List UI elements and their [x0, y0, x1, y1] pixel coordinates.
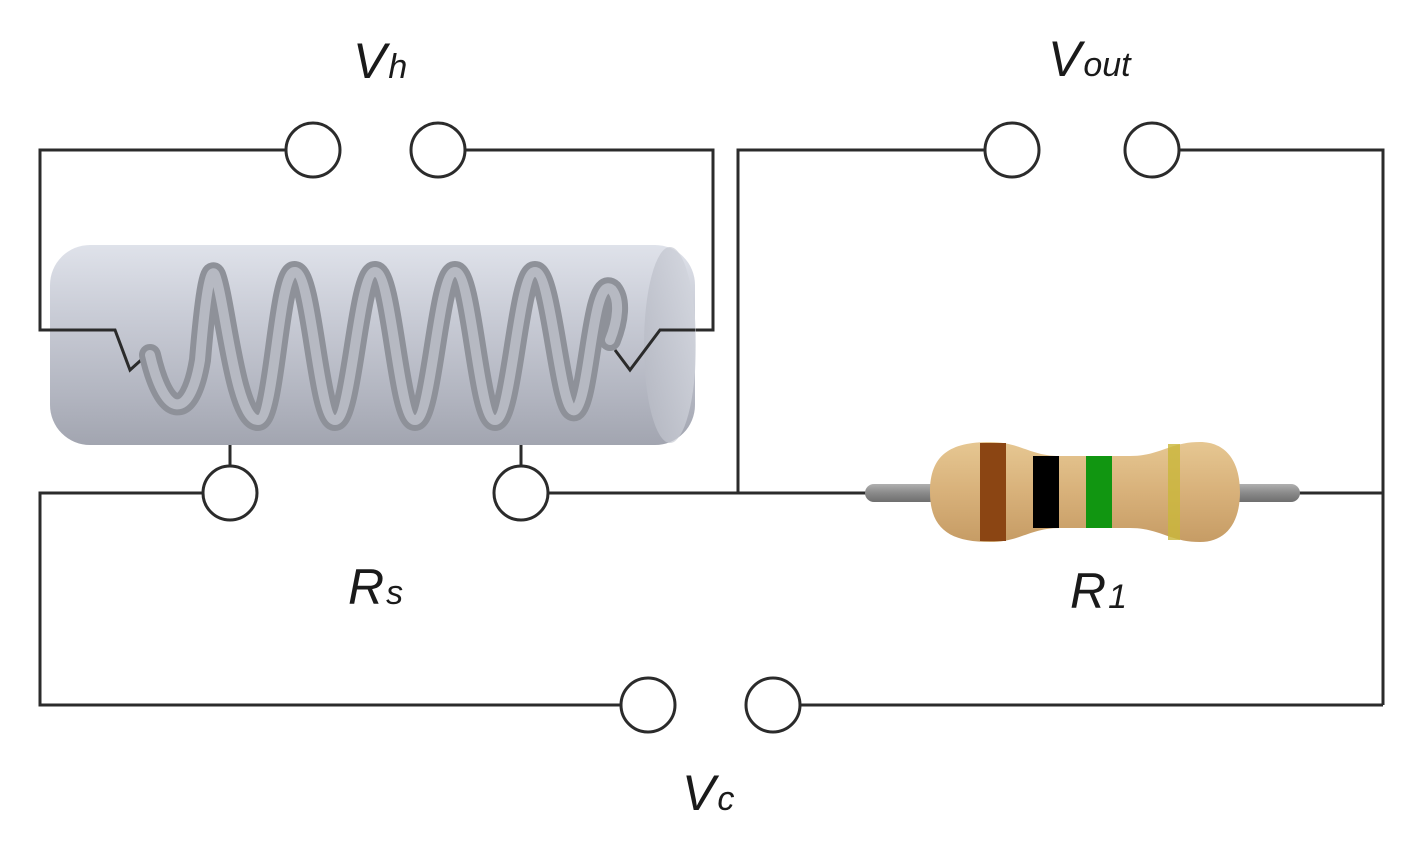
- terminal-vc-right: [744, 676, 802, 734]
- terminal-vh-left: [284, 121, 342, 179]
- terminal-vout-right: [1123, 121, 1181, 179]
- wire-vc-left: [38, 491, 620, 707]
- resistor-lead-right: [1220, 484, 1300, 502]
- sensor-cylinder-cap: [644, 247, 696, 443]
- resistor-body: [930, 442, 1240, 542]
- wire-vout-left: [736, 148, 985, 493]
- resistor-lead-left: [865, 484, 945, 502]
- heater-coil: [139, 260, 628, 432]
- label-rs: Rs: [348, 559, 403, 615]
- terminal-vc-left: [619, 676, 677, 734]
- label-vout: Vout: [1048, 31, 1132, 87]
- label-vh: Vh: [353, 33, 407, 89]
- terminal-rs-left: [201, 464, 259, 522]
- resistor-r1: [865, 442, 1300, 542]
- wire-vout-right: [1180, 148, 1385, 705]
- terminal-vout-left: [983, 121, 1041, 179]
- label-vc: Vc: [682, 765, 734, 821]
- resistor-band-2: [1033, 456, 1059, 528]
- terminal-rs-right: [492, 464, 550, 522]
- resistor-band-3: [1086, 456, 1112, 528]
- resistor-band-1: [980, 443, 1006, 541]
- terminal-vh-right: [409, 121, 467, 179]
- resistor-band-4: [1168, 444, 1180, 540]
- terminals: [201, 121, 1181, 734]
- label-r1: R1: [1070, 563, 1127, 619]
- sensor-rs: [50, 245, 696, 445]
